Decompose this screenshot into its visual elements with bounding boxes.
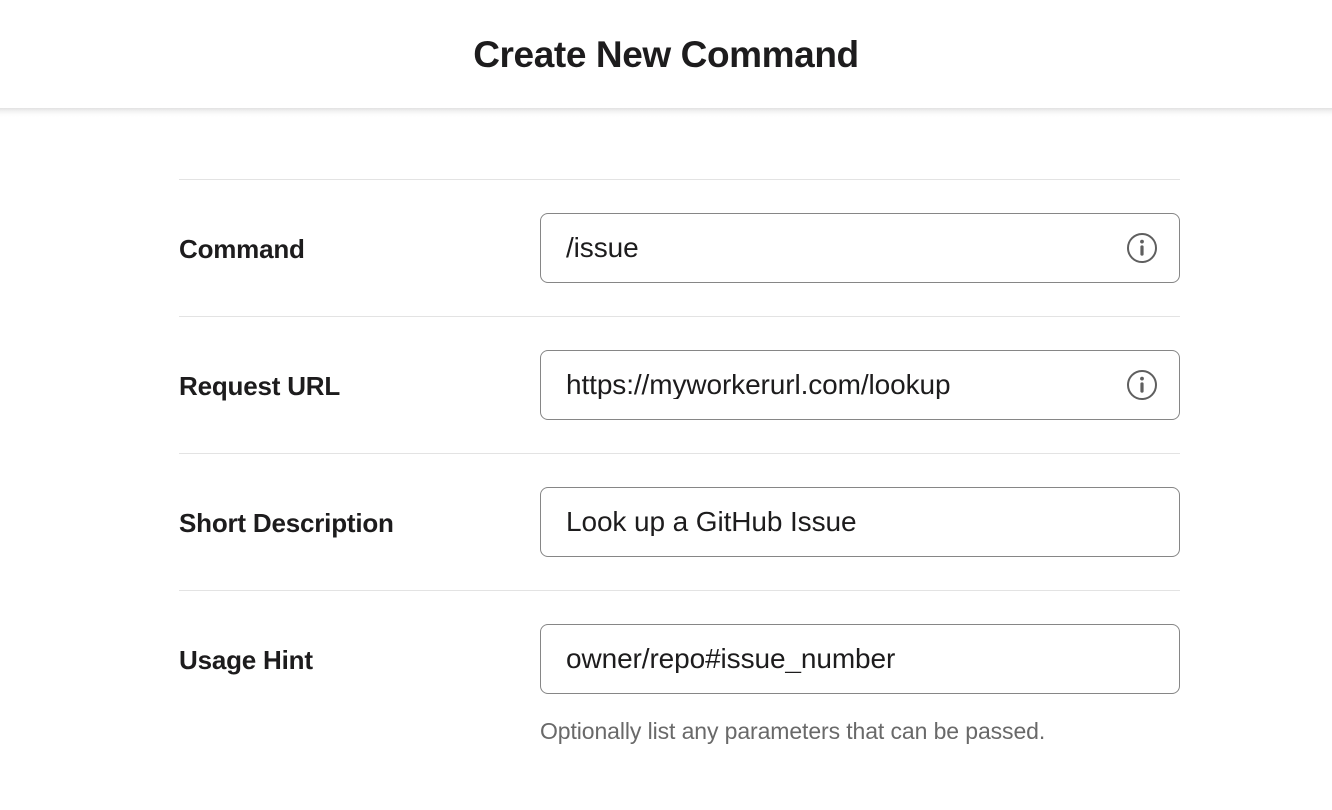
- field-control-usage-hint: owner/repo#issue_number Optionally list …: [540, 624, 1180, 747]
- modal-header: Create New Command: [0, 0, 1332, 108]
- command-input-value: /issue: [566, 234, 639, 262]
- form-divider: [179, 590, 1180, 591]
- short-description-input-value: Look up a GitHub Issue: [566, 508, 857, 536]
- usage-hint-helper-text: Optionally list any parameters that can …: [540, 718, 1046, 744]
- label-short-description: Short Description: [179, 508, 394, 538]
- form-row-command: Command /issue: [179, 180, 1180, 316]
- form-divider: [179, 179, 1180, 180]
- field-control-command: /issue: [540, 213, 1180, 283]
- field-control-request-url: https://myworkerurl.com/lookup: [540, 350, 1180, 420]
- info-circle-icon[interactable]: [1126, 369, 1158, 401]
- request-url-input[interactable]: https://myworkerurl.com/lookup: [540, 350, 1180, 420]
- short-description-input[interactable]: Look up a GitHub Issue: [540, 487, 1180, 557]
- usage-hint-input[interactable]: owner/repo#issue_number: [540, 624, 1180, 694]
- info-circle-icon[interactable]: [1126, 232, 1158, 264]
- label-request-url: Request URL: [179, 371, 341, 401]
- form-row-usage-hint: Usage Hint owner/repo#issue_number Optio…: [179, 591, 1180, 780]
- form-divider: [179, 453, 1180, 454]
- form-divider: [179, 316, 1180, 317]
- command-form: Command /issue Request URL: [0, 117, 1332, 780]
- usage-hint-input-value: owner/repo#issue_number: [566, 645, 896, 673]
- form-row-short-description: Short Description Look up a GitHub Issue: [179, 454, 1180, 590]
- field-control-short-description: Look up a GitHub Issue: [540, 487, 1180, 557]
- command-input[interactable]: /issue: [540, 213, 1180, 283]
- modal-body: Command /issue Request URL: [0, 117, 1332, 781]
- label-command: Command: [179, 234, 305, 264]
- page-title: Create New Command: [473, 33, 859, 75]
- form-row-request-url: Request URL https://myworkerurl.com/look…: [179, 317, 1180, 453]
- request-url-input-value: https://myworkerurl.com/lookup: [566, 371, 951, 399]
- header-divider-shadow: [0, 108, 1332, 117]
- label-usage-hint: Usage Hint: [179, 645, 313, 675]
